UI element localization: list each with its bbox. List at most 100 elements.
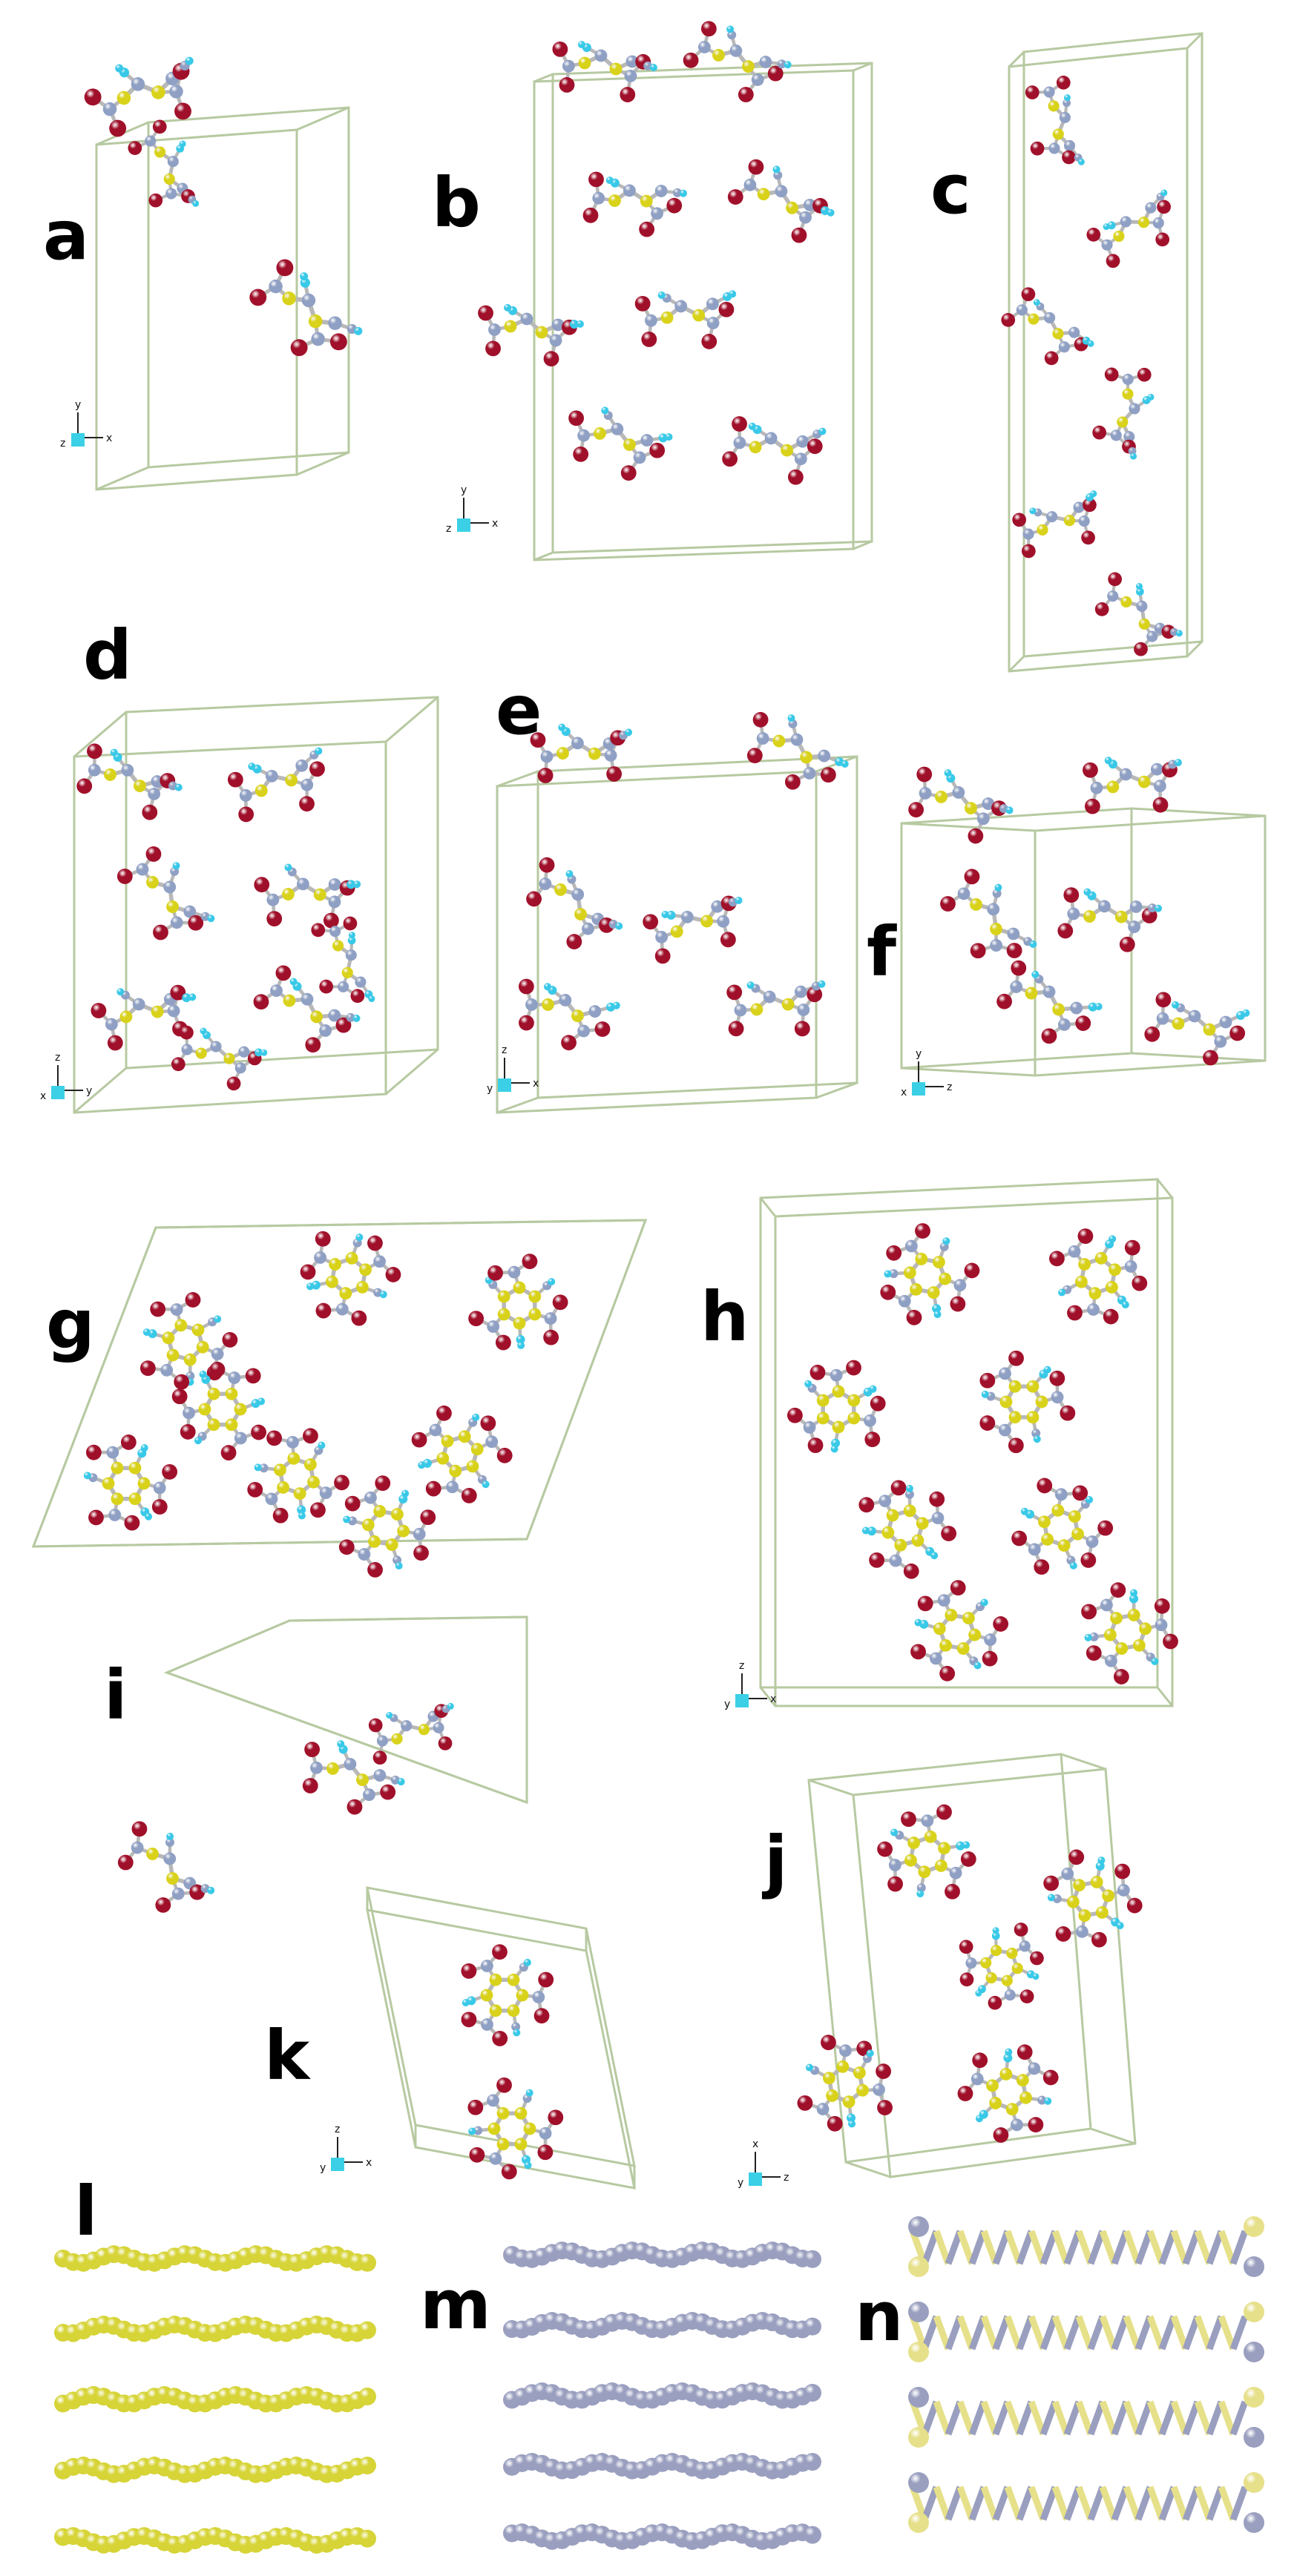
atom-hydrogen <box>353 880 361 888</box>
atom-oxygen <box>462 2012 477 2027</box>
atom-hydrogen <box>524 1959 531 1966</box>
atom-yellow <box>516 1989 529 2002</box>
atom-oxygen <box>918 1595 933 1611</box>
atom-carbon <box>818 750 830 762</box>
atom-yellow <box>832 1386 845 1398</box>
molecule <box>171 1026 267 1090</box>
atom-carbon <box>168 156 179 167</box>
atom-hydrogen <box>975 1990 982 1997</box>
atom-carbon <box>1189 1010 1201 1023</box>
atom-carbon <box>864 1414 876 1427</box>
atom-carbon <box>88 764 101 777</box>
atom-oxygen <box>1095 602 1109 616</box>
bond <box>996 2231 1008 2264</box>
atom-carbon <box>300 779 313 791</box>
layer-atom <box>1244 2512 1264 2533</box>
atom-oxygen <box>155 1897 171 1913</box>
atom-hydrogen <box>401 1490 409 1498</box>
molecule <box>467 2078 563 2179</box>
atom-oxygen <box>276 260 293 277</box>
atom-yellow <box>166 1872 179 1885</box>
atom-oxygen <box>210 1362 226 1377</box>
atom-hydrogen <box>1021 1508 1028 1515</box>
bond <box>972 2487 984 2520</box>
layer-atom <box>358 2322 376 2339</box>
atom-carbon <box>1064 140 1075 151</box>
atom-oxygen <box>502 2164 517 2179</box>
panel-j-molecules <box>798 1805 1143 2143</box>
layer-atom <box>1244 2256 1264 2277</box>
atom-oxygen <box>150 1302 165 1317</box>
bond <box>1233 2402 1245 2434</box>
atom-hydrogen <box>1155 905 1162 912</box>
atom-hydrogen <box>1085 1634 1092 1641</box>
atom-yellow <box>287 1452 300 1465</box>
atom-oxygen <box>221 1445 237 1460</box>
atom-oxygen <box>1067 1305 1083 1321</box>
molecule <box>722 416 826 485</box>
axis-label-depth: y <box>724 1699 730 1710</box>
molecule <box>1083 757 1182 814</box>
bond <box>1114 2402 1126 2434</box>
layer <box>503 2241 821 2268</box>
atom-carbon <box>735 1004 747 1017</box>
atom-oxygen <box>807 438 823 454</box>
atom-oxygen <box>324 913 339 929</box>
atom-oxygen <box>1022 544 1036 559</box>
atom-yellow <box>1006 2103 1019 2115</box>
atom-carbon <box>559 994 571 1007</box>
atom-oxygen <box>420 1509 436 1525</box>
atom-hydrogen <box>145 1513 152 1521</box>
atom-hydrogen <box>613 1002 620 1009</box>
atom-oxygen <box>534 2008 550 2023</box>
atom-oxygen <box>162 1464 177 1480</box>
atom-hydrogen <box>1160 189 1167 196</box>
panel-d-molecules <box>76 743 375 1090</box>
atom-carbon <box>1028 1544 1041 1556</box>
cell-edge <box>1157 1179 1172 1198</box>
panel-c-molecules <box>1001 76 1182 656</box>
bond <box>1008 2231 1019 2264</box>
axis-label-horizontal: x <box>106 432 112 444</box>
bond <box>1126 2231 1138 2264</box>
atom-yellow <box>497 2107 510 2120</box>
atom-hydrogen <box>981 1598 988 1606</box>
atom-carbon <box>181 1044 192 1055</box>
atom-carbon <box>577 1025 590 1038</box>
atom-hydrogen <box>1103 223 1110 230</box>
atom-yellow <box>927 1286 940 1299</box>
atom-yellow <box>1036 1396 1048 1409</box>
atom-carbon <box>172 1888 185 1900</box>
molecule <box>117 846 214 940</box>
atom-carbon <box>795 986 807 998</box>
atom-yellow <box>1017 2074 1029 2086</box>
atom-oxygen <box>846 1360 861 1376</box>
atom-oxygen <box>1114 1669 1129 1684</box>
atom-yellow <box>938 1842 950 1854</box>
atom-hydrogen <box>418 1461 425 1469</box>
atom-hydrogen <box>290 978 298 986</box>
axis-label-depth: x <box>901 1087 907 1098</box>
bond <box>1019 2316 1031 2349</box>
bond <box>1031 2487 1043 2520</box>
atom-carbon <box>1145 202 1156 214</box>
cell-edge <box>846 2162 890 2177</box>
atom-oxygen <box>492 2031 508 2046</box>
atom-hydrogen <box>1117 1922 1124 1929</box>
atom-oxygen <box>153 120 167 134</box>
atom-oxygen <box>620 87 635 102</box>
atom-yellow <box>449 1465 462 1478</box>
atom-oxygen <box>1155 233 1169 247</box>
atom-carbon <box>624 70 637 82</box>
atom-carbon <box>757 732 769 745</box>
atom-yellow <box>120 1011 133 1024</box>
atom-carbon <box>681 911 694 923</box>
atom-carbon <box>336 1303 349 1316</box>
bond <box>1186 2402 1198 2434</box>
axis-label-vertical: z <box>739 1660 744 1672</box>
atom-hydrogen <box>1136 583 1143 590</box>
atom-oxygen <box>950 1580 966 1595</box>
atom-yellow <box>986 1972 997 1983</box>
bond <box>1138 2231 1150 2264</box>
atom-carbon <box>1067 908 1080 920</box>
